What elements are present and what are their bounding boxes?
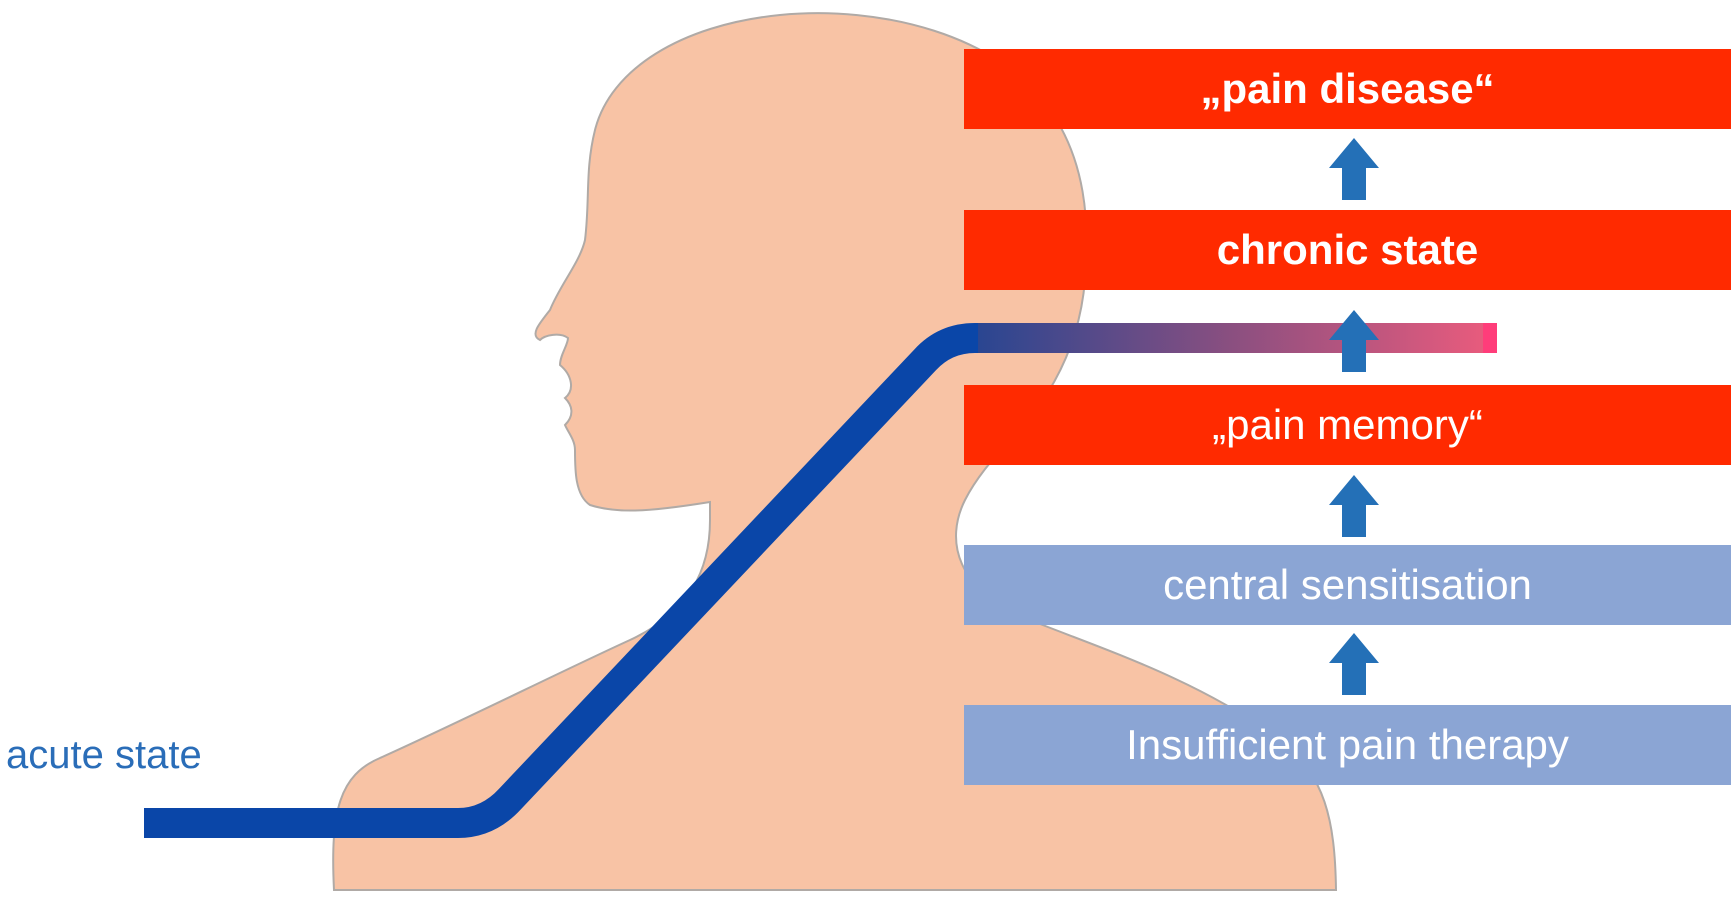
- level-pain-memory: „pain memory“: [964, 385, 1731, 465]
- pathway-gradient-end: [1483, 323, 1497, 353]
- pathway-gradient-bar: [978, 323, 1483, 353]
- acute-state-label: acute state: [6, 733, 202, 777]
- level-pain-disease: „pain disease“: [964, 49, 1731, 129]
- up-arrow-icon: [1329, 138, 1379, 200]
- level-chronic-state: chronic state: [964, 210, 1731, 290]
- up-arrow-icon: [1329, 633, 1379, 695]
- up-arrow-icon: [1329, 310, 1379, 372]
- level-central-sensitisation: central sensitisation: [964, 545, 1731, 625]
- level-insufficient-pain-therapy: Insufficient pain therapy: [964, 705, 1731, 785]
- up-arrow-icon: [1329, 475, 1379, 537]
